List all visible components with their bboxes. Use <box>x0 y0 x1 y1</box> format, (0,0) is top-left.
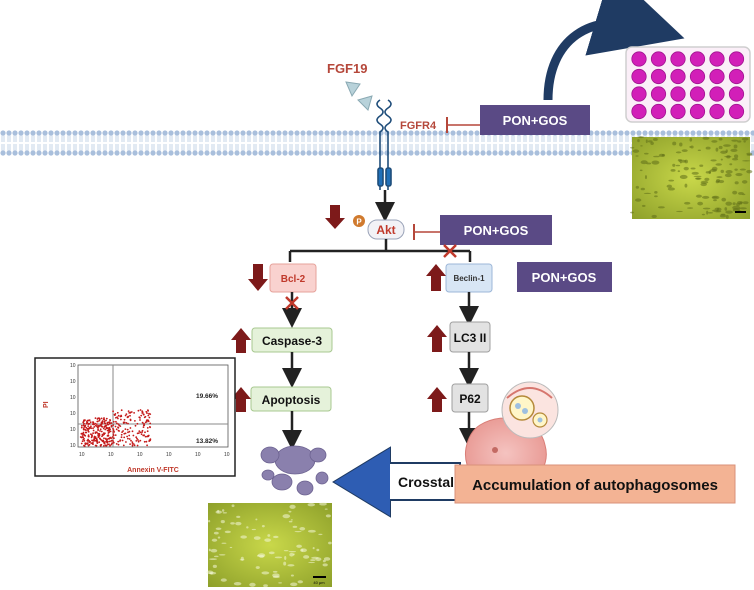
bcl2-label: Bcl-2 <box>281 274 306 285</box>
svg-text:10: 10 <box>70 363 76 369</box>
lc3-label: LC3 II <box>454 331 487 345</box>
svg-text:10: 10 <box>70 411 76 417</box>
down-arrow-bcl2-icon <box>248 264 268 291</box>
treatment-box-2 <box>440 215 552 245</box>
fgf19-triangle-icon <box>357 95 373 111</box>
well <box>728 68 745 85</box>
well <box>670 103 686 120</box>
well <box>689 103 706 120</box>
treatment-label-2: PON+GOS <box>464 223 529 238</box>
treatment-box-1 <box>480 105 590 135</box>
apoptosis-label: Apoptosis <box>262 393 321 407</box>
up-arrow-p62-icon <box>427 387 447 412</box>
treatment-label-1: PON+GOS <box>503 113 568 128</box>
well <box>728 51 745 67</box>
phospho-icon <box>353 215 365 227</box>
svg-text:10: 10 <box>70 443 76 449</box>
well <box>631 103 647 120</box>
treatment-box-3 <box>517 262 612 292</box>
flow-quadrant-lower-right: 13.82% <box>196 438 218 445</box>
beclin1-label: Beclin-1 <box>453 274 485 283</box>
fgf19-label: FGF19 <box>327 61 367 76</box>
svg-text:10: 10 <box>70 395 76 401</box>
up-arrow-beclin1-icon <box>426 264 446 291</box>
well <box>650 51 667 67</box>
micrograph-top <box>629 136 753 219</box>
well <box>709 68 725 85</box>
well <box>670 68 686 85</box>
fgfr4-receptor-icon <box>376 99 392 190</box>
svg-text:10: 10 <box>70 379 76 385</box>
svg-text:10: 10 <box>195 452 201 458</box>
well <box>650 103 667 120</box>
apoptotic-body-icon <box>260 445 329 496</box>
well <box>670 51 686 67</box>
block-x-icon <box>443 244 457 258</box>
micrograph-bottom: 40 μm <box>206 502 332 588</box>
treatment-label-3: PON+GOS <box>532 270 597 285</box>
flow-xlabel: Annexin V-FITC <box>127 467 179 474</box>
flow-ylabel: PI <box>43 401 50 408</box>
well <box>631 68 647 85</box>
caspase3-label: Caspase-3 <box>262 334 322 348</box>
flow-quadrant-upper-right: 19.66% <box>196 393 218 400</box>
up-arrow-caspase3-icon <box>231 328 251 353</box>
well <box>650 68 667 85</box>
up-arrow-apoptosis-icon <box>231 387 251 412</box>
autophagosomes-box <box>454 464 736 504</box>
well <box>689 86 706 102</box>
svg-text:10: 10 <box>70 427 76 433</box>
down-arrow-akt-icon <box>325 205 345 229</box>
well <box>689 68 706 85</box>
svg-text:10: 10 <box>166 452 172 458</box>
well-plate <box>625 46 751 123</box>
well <box>728 86 745 102</box>
well <box>670 86 686 102</box>
well <box>709 103 725 120</box>
block-x-icon <box>285 296 299 310</box>
svg-text:10: 10 <box>108 452 114 458</box>
well <box>689 51 706 67</box>
well <box>709 51 725 67</box>
well <box>631 51 647 67</box>
curved-arrow-to-plate <box>543 0 685 101</box>
well <box>728 103 745 120</box>
svg-text:10: 10 <box>79 452 85 458</box>
phospho-label: P <box>356 218 362 227</box>
crosstalk-label: Crosstalk <box>398 474 462 490</box>
svg-text:10: 10 <box>137 452 143 458</box>
p62-label: P62 <box>459 392 481 406</box>
up-arrow-lc3-icon <box>427 325 447 352</box>
well <box>650 86 667 102</box>
well <box>631 86 647 102</box>
well <box>709 86 725 102</box>
cell-membrane <box>0 130 754 156</box>
akt-label: Akt <box>376 223 395 237</box>
fgf19-triangle-icon <box>345 81 361 98</box>
svg-text:10: 10 <box>224 452 230 458</box>
autophagosomes-label: Accumulation of autophagosomes <box>472 477 718 494</box>
scale-bar-label: 40 μm <box>313 580 325 585</box>
fgfr4-label: FGFR4 <box>400 120 437 132</box>
